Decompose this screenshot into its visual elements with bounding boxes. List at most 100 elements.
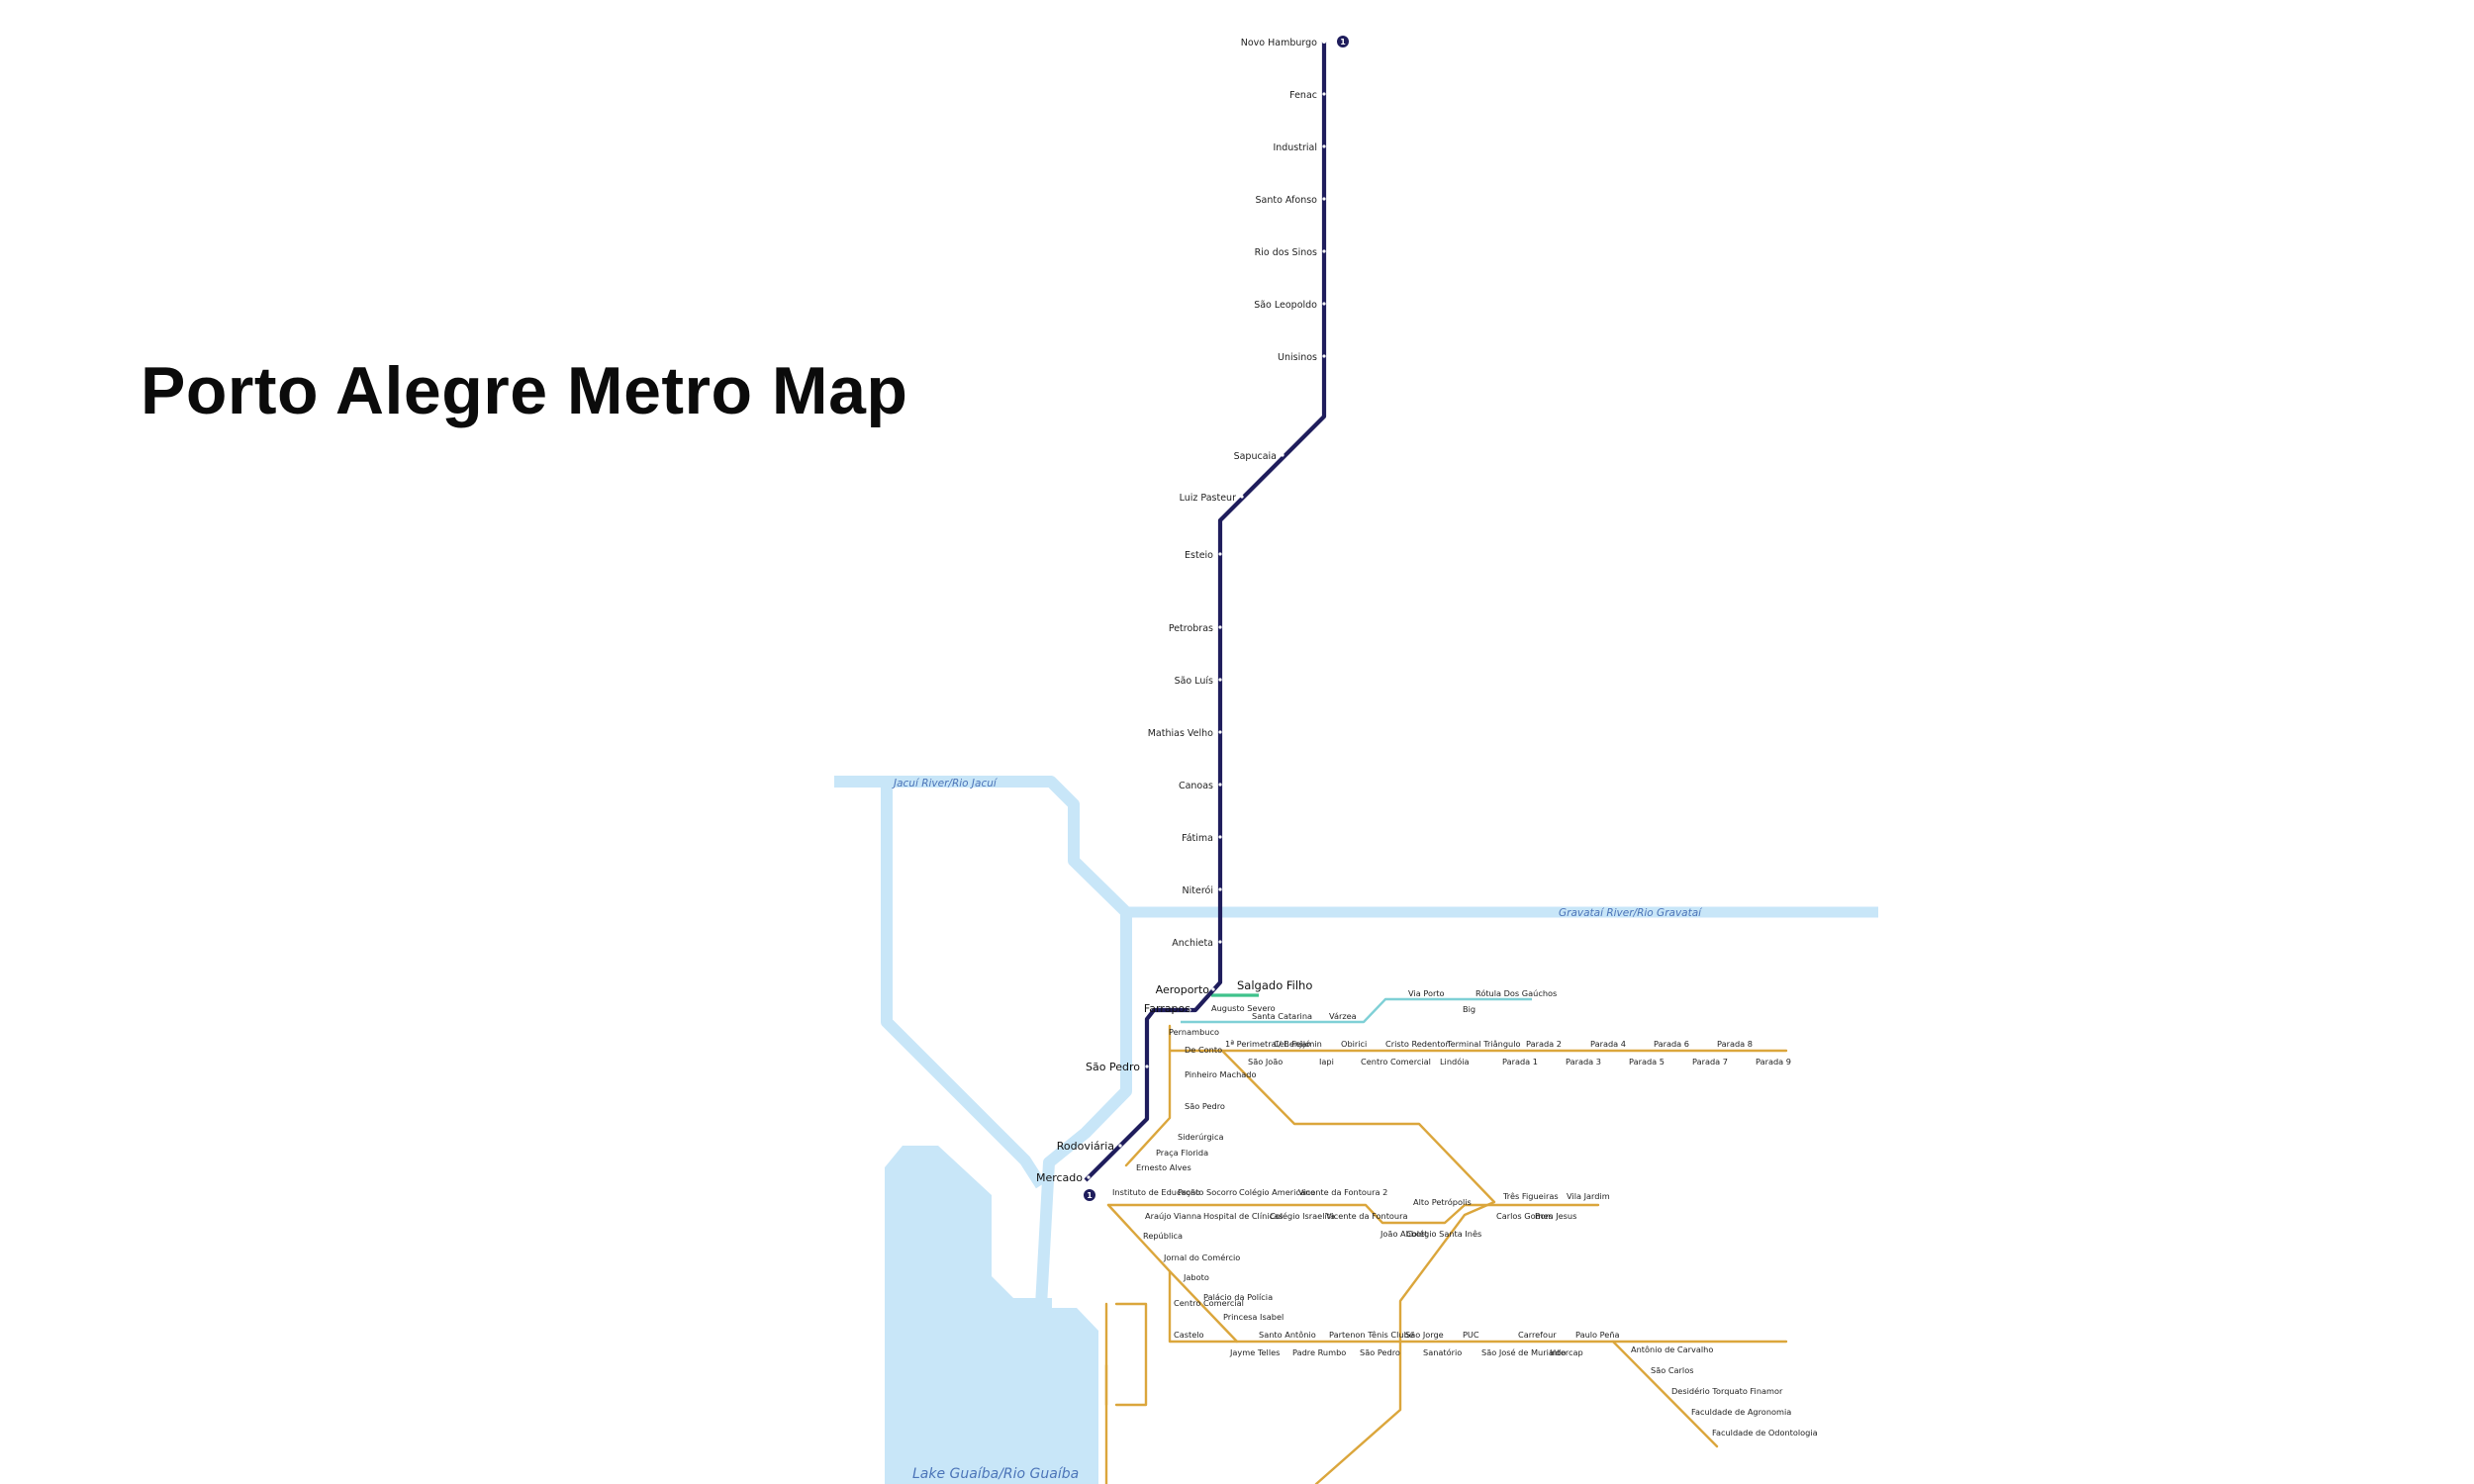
bus-stop-labels-south-bottom: Jayme Telles Padre Rumbo São Pedro Sanat… — [1229, 1347, 1583, 1357]
stop-label: Araújo Vianna — [1145, 1211, 1201, 1221]
stop-label: Antônio de Carvalho — [1631, 1345, 1713, 1354]
station-label: Unisinos — [1278, 352, 1317, 363]
bus-stop-labels-southeast: Antônio de Carvalho São Carlos Desidério… — [1631, 1345, 1818, 1438]
line-1-badge-bottom-label: 1 — [1087, 1191, 1093, 1200]
stop-label: Princesa Isabel — [1223, 1312, 1284, 1322]
station-label: Fenac — [1289, 90, 1317, 101]
stop-label: Instituto de Educação — [1112, 1187, 1200, 1197]
stop-label: Parada 1 — [1502, 1057, 1538, 1067]
stop-label: Colégio Americano — [1239, 1187, 1315, 1197]
lake-guaiba — [885, 1146, 1098, 1484]
station-label: Anchieta — [1172, 938, 1213, 949]
stop-label: Jaboto — [1183, 1272, 1209, 1282]
stop-label: Via Porto — [1408, 988, 1445, 998]
bus-stop-labels-middle-top: Instituto de Educação Pronto Socorro Col… — [1112, 1187, 1610, 1207]
metro-station-labels: Novo Hamburgo Fenac Industrial Santo Afo… — [1036, 38, 1317, 1184]
station-label: Rio dos Sinos — [1255, 247, 1317, 258]
stop-label: Cristo Redentor — [1385, 1039, 1449, 1049]
stop-label: São João — [1248, 1057, 1283, 1067]
bus-stop-labels-middle-bottom: Araújo Vianna Hospital de Clínicas Colég… — [1145, 1211, 1576, 1239]
station-label: Mathias Velho — [1148, 728, 1213, 739]
stop-label: Santo Antônio — [1259, 1330, 1316, 1340]
stop-label: Iapi — [1319, 1057, 1334, 1067]
page-title: Porto Alegre Metro Map — [141, 353, 908, 428]
stop-label: Hospital de Clínicas — [1203, 1211, 1283, 1221]
stop-label: Parada 8 — [1717, 1039, 1753, 1049]
station-label: Petrobras — [1169, 623, 1213, 634]
stop-label: Rótula Dos Gaúchos — [1475, 988, 1557, 998]
bus-line-western — [1124, 1024, 1172, 1167]
stop-label: Pronto Socorro — [1178, 1187, 1237, 1197]
stop-label: João Abbott — [1380, 1229, 1428, 1239]
stop-label: Parada 7 — [1692, 1057, 1728, 1067]
stop-label: Sanatório — [1423, 1347, 1462, 1357]
water-label-guaiba: Lake Guaíba/Rio Guaíba — [912, 1466, 1079, 1482]
stop-label: Colégio Israelita — [1270, 1211, 1335, 1221]
stop-label: Faculdade de Agronomia — [1691, 1407, 1791, 1417]
stop-label: Partenon Tênis Clube — [1329, 1330, 1414, 1340]
stop-label: Jornal do Comércio — [1163, 1252, 1240, 1262]
bus-stop-labels-western: Pernambuco De Conto Pinheiro Machado São… — [1136, 1027, 1257, 1172]
stop-label: Parada 5 — [1629, 1057, 1665, 1067]
station-label: Industrial — [1273, 142, 1317, 153]
stop-label: São Pedro — [1360, 1347, 1400, 1357]
station-label: São Luís — [1175, 676, 1213, 687]
stop-label: Desidério Torquato Finamor — [1671, 1386, 1783, 1396]
stop-label: Big — [1463, 1004, 1475, 1014]
stop-label: Parada 4 — [1590, 1039, 1626, 1049]
cyan-connector-line — [1181, 997, 1532, 1024]
stop-label: Carrefour — [1518, 1330, 1557, 1340]
stop-label: PUC — [1463, 1330, 1479, 1340]
station-label: Canoas — [1179, 781, 1213, 791]
station-label: São Leopoldo — [1254, 300, 1317, 311]
stop-label: Bom Jesus — [1535, 1211, 1576, 1221]
stop-label: Praça Florida — [1156, 1148, 1208, 1158]
stop-label: Siderúrgica — [1178, 1132, 1223, 1142]
stop-label: Santa Catarina — [1252, 1011, 1312, 1021]
stop-label: Padre Rumbo — [1292, 1347, 1346, 1357]
bus-stop-labels-south-top: Santo Antônio Partenon Tênis Clube São J… — [1259, 1330, 1620, 1340]
stop-label: Parada 6 — [1654, 1039, 1689, 1049]
line-1-badge-top-label: 1 — [1340, 38, 1346, 46]
station-label: Rodoviária — [1057, 1140, 1114, 1153]
bus-stop-labels-north-bottom: São João Iapi Centro Comercial Lindóia P… — [1248, 1057, 1791, 1067]
stop-label: Pernambuco — [1169, 1027, 1219, 1037]
stop-label: Paulo Peña — [1575, 1330, 1620, 1340]
station-label: São Pedro — [1086, 1061, 1140, 1073]
river-jacui-branch — [881, 782, 1047, 1189]
bus-stop-labels-north-top: 1ª Perimetral/ Benjamin Cel. Feijó Obiri… — [1225, 1039, 1753, 1049]
stop-label: Jayme Telles — [1229, 1347, 1280, 1357]
metro-line-1 — [1084, 42, 1327, 1182]
stop-label: 1ª Perimetral/ Benjamin — [1225, 1039, 1322, 1049]
stop-label: Cel. Feijó — [1274, 1039, 1310, 1049]
stop-label: São Carlos — [1651, 1365, 1693, 1375]
station-label: Santo Afonso — [1255, 195, 1317, 206]
station-label: Mercado — [1036, 1171, 1083, 1184]
stop-label: Ernesto Alves — [1136, 1162, 1191, 1172]
stop-label: Obirici — [1341, 1039, 1367, 1049]
bus-line-diagonal — [1106, 1203, 1788, 1344]
station-label: Niterói — [1183, 885, 1213, 896]
stop-label: Pinheiro Machado — [1185, 1069, 1257, 1079]
bus-line-diagonal-spur — [1168, 1269, 1239, 1344]
line-1-badge-bottom: 1 — [1084, 1189, 1095, 1201]
stop-label: Parada 9 — [1756, 1057, 1791, 1067]
station-label: Sapucaia — [1234, 451, 1277, 462]
bus-corridors — [1104, 1024, 1788, 1484]
aeromovel-station-label: Salgado Filho — [1237, 978, 1312, 992]
stop-label: Centro Comercial — [1174, 1298, 1244, 1308]
stop-label: Vila Jardim — [1567, 1191, 1610, 1201]
bus-line-southeast — [1611, 1340, 1719, 1448]
cyan-stop-labels: Augusto Severo Santa Catarina Várzea Via… — [1211, 988, 1557, 1021]
stop-label: Parada 3 — [1566, 1057, 1601, 1067]
station-label: Novo Hamburgo — [1241, 38, 1317, 48]
stop-label: Intercap — [1550, 1347, 1583, 1357]
stop-label: Augusto Severo — [1211, 1003, 1276, 1013]
stop-label: São Pedro — [1185, 1101, 1225, 1111]
stop-label: Centro Comercial — [1361, 1057, 1431, 1067]
stop-label: Terminal Triângulo — [1446, 1039, 1521, 1049]
stop-label: Várzea — [1329, 1011, 1357, 1021]
station-label: Aeroporto — [1156, 983, 1210, 996]
stop-label: De Conto — [1185, 1045, 1222, 1055]
